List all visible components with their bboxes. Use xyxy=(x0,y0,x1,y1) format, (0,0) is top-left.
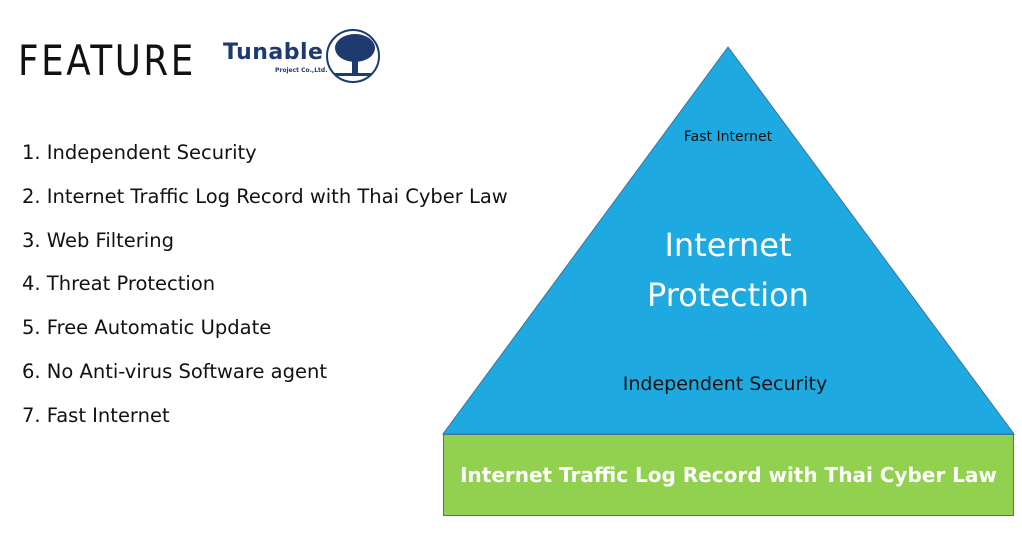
pyramid-middle-label: Internet Protection xyxy=(578,220,878,320)
company-logo: Tunable Project Co.,Ltd. xyxy=(220,26,385,86)
feature-item: 4. Threat Protection xyxy=(22,272,216,296)
feature-item: 1. Independent Security xyxy=(22,141,257,164)
feature-list: 1. Independent Security 2. Internet Traf… xyxy=(22,140,508,447)
logo-name: Tunable xyxy=(223,40,324,65)
feature-item: 7. Fast Internet xyxy=(22,403,170,427)
page-title: FEATURE xyxy=(18,36,196,85)
feature-item: 5. Free Automatic Update xyxy=(22,316,272,340)
feature-item: 6. No Anti-virus Software agent xyxy=(22,359,327,383)
feature-item: 2. Internet Traffic Log Record with Thai… xyxy=(22,184,508,208)
feature-item: 3. Web Filtering xyxy=(22,228,174,252)
tree-icon xyxy=(326,29,380,83)
pyramid-middle-line1: Internet xyxy=(664,226,792,264)
logo-subtitle: Project Co.,Ltd. xyxy=(275,67,328,74)
pyramid-base: Internet Traffic Log Record with Thai Cy… xyxy=(443,434,1014,516)
pyramid-middle-line2: Protection xyxy=(647,276,809,314)
pyramid-base-label: Internet Traffic Log Record with Thai Cy… xyxy=(460,463,997,487)
pyramid-top-label: Fast Internet xyxy=(683,129,773,145)
pyramid-lower-label: Independent Security xyxy=(622,373,828,395)
